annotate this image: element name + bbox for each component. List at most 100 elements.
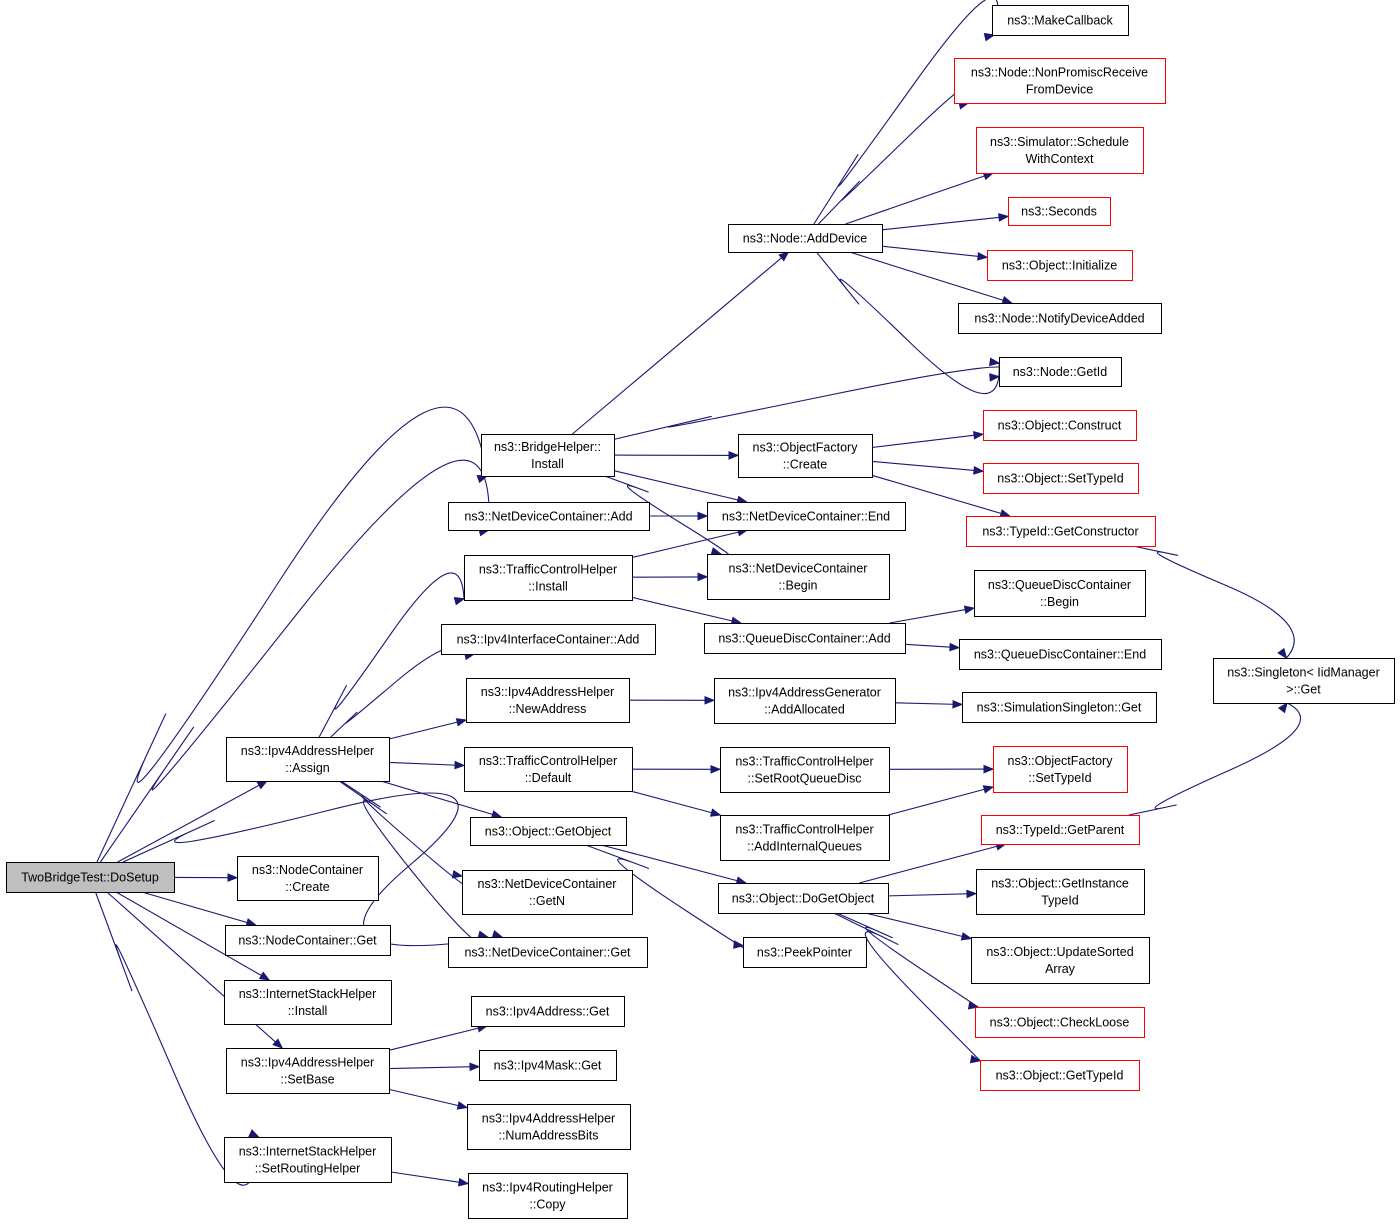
node-box[interactable] bbox=[448, 502, 650, 531]
node-peekpointer[interactable]: ns3::PeekPointer bbox=[743, 937, 867, 968]
node-obj-initialize[interactable]: ns3::Object::Initialize bbox=[987, 250, 1133, 281]
node-box[interactable] bbox=[466, 678, 630, 723]
node-ipv4ah-assign[interactable]: ns3::Ipv4AddressHelper::Assign bbox=[226, 737, 390, 782]
node-box[interactable] bbox=[992, 5, 1129, 36]
node-tch-install[interactable]: ns3::TrafficControlHelper::Install bbox=[464, 555, 633, 601]
node-box[interactable] bbox=[962, 692, 1157, 723]
node-typeid-getparent[interactable]: ns3::TypeId::GetParent bbox=[981, 815, 1140, 845]
node-box[interactable] bbox=[707, 502, 906, 531]
node-ish-setrouting[interactable]: ns3::InternetStackHelper::SetRoutingHelp… bbox=[224, 1137, 392, 1183]
node-ipv4ic-add[interactable]: ns3::Ipv4InterfaceContainer::Add bbox=[441, 624, 656, 655]
node-box[interactable] bbox=[987, 250, 1133, 281]
node-box[interactable] bbox=[464, 555, 633, 601]
node-box[interactable] bbox=[958, 303, 1162, 334]
node-qdc-end[interactable]: ns3::QueueDiscContainer::End bbox=[959, 639, 1162, 670]
node-box[interactable] bbox=[226, 1048, 390, 1094]
node-box[interactable] bbox=[975, 1007, 1145, 1038]
node-node-getid[interactable]: ns3::Node::GetId bbox=[999, 357, 1122, 387]
node-box[interactable] bbox=[464, 747, 633, 792]
node-nc-get[interactable]: ns3::NodeContainer::Get bbox=[225, 925, 391, 956]
node-box[interactable] bbox=[980, 1060, 1140, 1091]
node-nc-create[interactable]: ns3::NodeContainer::Create bbox=[237, 856, 379, 901]
node-obj-getobject[interactable]: ns3::Object::GetObject bbox=[470, 817, 627, 846]
node-box[interactable] bbox=[1008, 197, 1111, 226]
node-node-notify[interactable]: ns3::Node::NotifyDeviceAdded bbox=[958, 303, 1162, 334]
node-ndc-add[interactable]: ns3::NetDeviceContainer::Add bbox=[448, 502, 650, 531]
node-tch-setroot[interactable]: ns3::TrafficControlHelper::SetRootQueueD… bbox=[720, 747, 890, 793]
node-tch-default[interactable]: ns3::TrafficControlHelper::Default bbox=[464, 747, 633, 792]
node-of-create[interactable]: ns3::ObjectFactory::Create bbox=[738, 434, 873, 478]
node-ndc-end[interactable]: ns3::NetDeviceContainer::End bbox=[707, 502, 906, 531]
node-box[interactable] bbox=[993, 746, 1128, 793]
node-box[interactable] bbox=[981, 815, 1140, 845]
node-ndc-getn[interactable]: ns3::NetDeviceContainer::GetN bbox=[462, 870, 633, 915]
node-box[interactable] bbox=[720, 815, 890, 861]
node-ipv4ag-addalloc[interactable]: ns3::Ipv4AddressGenerator::AddAllocated bbox=[714, 678, 896, 724]
node-box[interactable] bbox=[481, 434, 615, 477]
node-obj-construct[interactable]: ns3::Object::Construct bbox=[983, 410, 1137, 441]
node-box[interactable] bbox=[6, 862, 175, 893]
node-ndc-get[interactable]: ns3::NetDeviceContainer::Get bbox=[448, 937, 648, 968]
node-box[interactable] bbox=[974, 570, 1146, 617]
node-box[interactable] bbox=[462, 870, 633, 915]
node-ish-install[interactable]: ns3::InternetStackHelper::Install bbox=[224, 980, 392, 1025]
node-box[interactable] bbox=[728, 224, 883, 253]
node-ipv4mask-get[interactable]: ns3::Ipv4Mask::Get bbox=[479, 1050, 617, 1081]
node-qdc-add[interactable]: ns3::QueueDiscContainer::Add bbox=[704, 623, 906, 654]
node-node-adddevice[interactable]: ns3::Node::AddDevice bbox=[728, 224, 883, 253]
node-box[interactable] bbox=[448, 937, 648, 968]
node-box[interactable] bbox=[471, 996, 625, 1027]
node-box[interactable] bbox=[971, 937, 1150, 984]
node-box[interactable] bbox=[954, 58, 1166, 104]
node-bh-install[interactable]: ns3::BridgeHelper::Install bbox=[481, 434, 615, 477]
node-box[interactable] bbox=[224, 980, 392, 1025]
node-box[interactable] bbox=[983, 463, 1139, 494]
node-box[interactable] bbox=[468, 1173, 628, 1219]
node-box[interactable] bbox=[720, 747, 890, 793]
node-box[interactable] bbox=[743, 937, 867, 968]
node-box[interactable] bbox=[966, 516, 1156, 547]
node-box[interactable] bbox=[704, 623, 906, 654]
node-typeid-getctor[interactable]: ns3::TypeId::GetConstructor bbox=[966, 516, 1156, 547]
node-box[interactable] bbox=[226, 737, 390, 782]
node-box[interactable] bbox=[959, 639, 1162, 670]
node-of-settypeid[interactable]: ns3::ObjectFactory::SetTypeId bbox=[993, 746, 1128, 793]
node-box[interactable] bbox=[738, 434, 873, 478]
node-obj-settypeid[interactable]: ns3::Object::SetTypeId bbox=[983, 463, 1139, 494]
node-ipv4rh-copy[interactable]: ns3::Ipv4RoutingHelper::Copy bbox=[468, 1173, 628, 1219]
node-tch-addinternal[interactable]: ns3::TrafficControlHelper::AddInternalQu… bbox=[720, 815, 890, 861]
node-box[interactable] bbox=[470, 817, 627, 846]
node-obj-gettypeid[interactable]: ns3::Object::GetTypeId bbox=[980, 1060, 1140, 1091]
node-box[interactable] bbox=[718, 883, 889, 914]
node-box[interactable] bbox=[467, 1104, 631, 1150]
node-singleton-get[interactable]: ns3::Singleton< IidManager >::Get bbox=[1213, 658, 1395, 704]
node-box[interactable] bbox=[999, 357, 1122, 387]
node-qdc-begin[interactable]: ns3::QueueDiscContainer::Begin bbox=[974, 570, 1146, 617]
node-makecallback[interactable]: ns3::MakeCallback bbox=[992, 5, 1129, 36]
node-simsingleton-get[interactable]: ns3::SimulationSingleton::Get bbox=[962, 692, 1157, 723]
node-box[interactable] bbox=[714, 678, 896, 724]
node-ipv4ah-newaddr[interactable]: ns3::Ipv4AddressHelper::NewAddress bbox=[466, 678, 630, 723]
node-box[interactable] bbox=[976, 127, 1144, 174]
node-root[interactable]: TwoBridgeTest::DoSetup bbox=[6, 862, 175, 893]
node-box[interactable] bbox=[707, 554, 890, 600]
node-box[interactable] bbox=[479, 1050, 617, 1081]
node-obj-checkloose[interactable]: ns3::Object::CheckLoose bbox=[975, 1007, 1145, 1038]
node-box[interactable] bbox=[983, 410, 1137, 441]
node-ipv4ah-numbits[interactable]: ns3::Ipv4AddressHelper::NumAddressBits bbox=[467, 1104, 631, 1150]
node-box[interactable] bbox=[976, 869, 1145, 915]
node-box[interactable] bbox=[441, 624, 656, 655]
node-box[interactable] bbox=[225, 925, 391, 956]
node-seconds[interactable]: ns3::Seconds bbox=[1008, 197, 1111, 226]
node-box[interactable] bbox=[237, 856, 379, 901]
node-ipv4addr-get[interactable]: ns3::Ipv4Address::Get bbox=[471, 996, 625, 1027]
node-obj-dogetobject[interactable]: ns3::Object::DoGetObject bbox=[718, 883, 889, 914]
node-box[interactable] bbox=[1213, 658, 1395, 704]
node-ndc-begin[interactable]: ns3::NetDeviceContainer::Begin bbox=[707, 554, 890, 600]
node-box[interactable] bbox=[224, 1137, 392, 1183]
node-ipv4ah-setbase[interactable]: ns3::Ipv4AddressHelper::SetBase bbox=[226, 1048, 390, 1094]
